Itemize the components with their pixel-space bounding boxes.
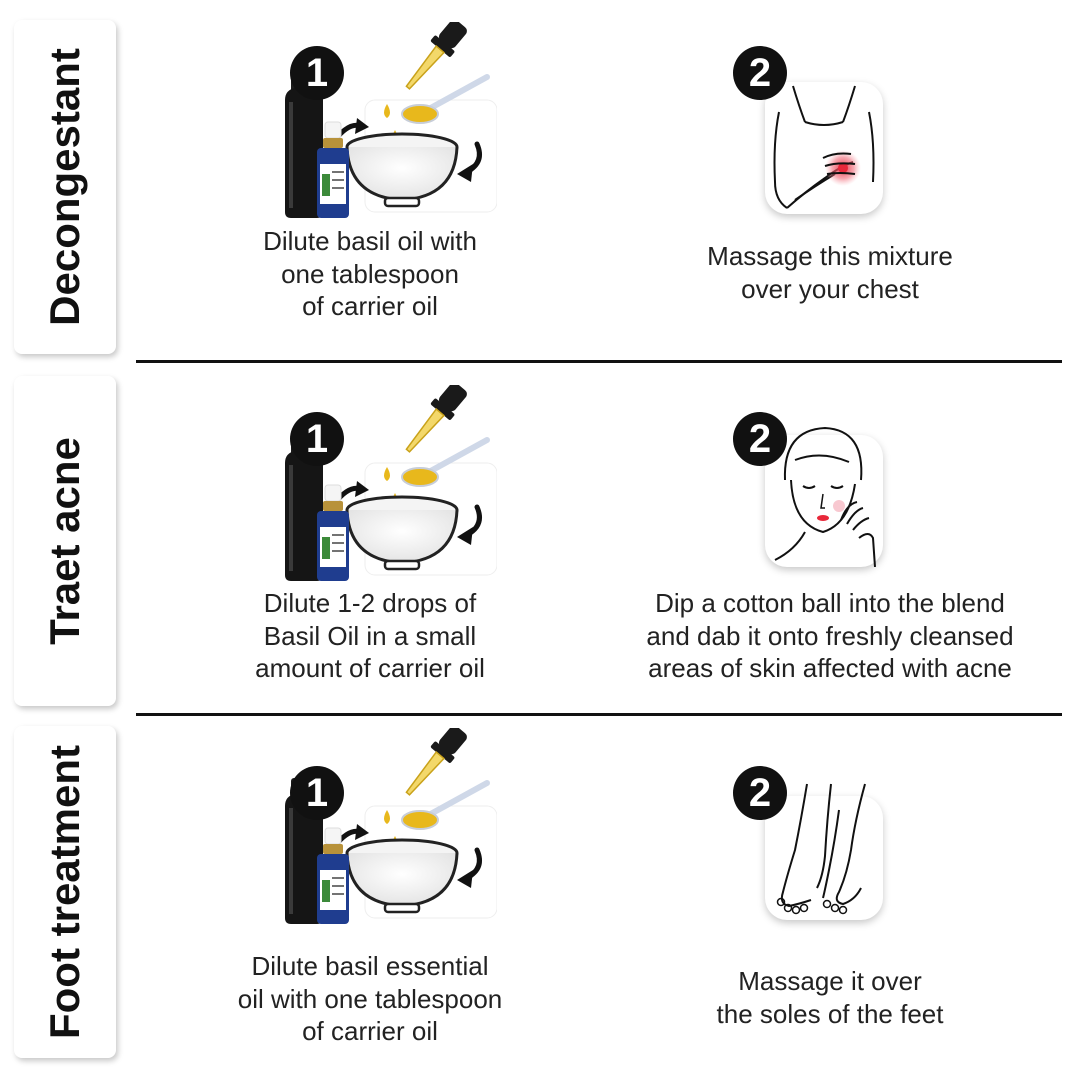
oil-mixing-icon [272,728,502,928]
section-tab-decongestant: Decongestant [14,20,116,354]
step-number-badge: 1 [290,46,344,100]
section-title: Decongestant [41,48,88,326]
face-card [765,435,883,567]
step-number-badge: 2 [733,412,787,466]
step-caption: Massage it over the soles of the feet [716,966,944,1029]
chest-card [765,82,883,214]
step-caption: Massage this mixture over your chest [707,241,953,304]
section-tab-foot-treatment: Foot treatment [14,726,116,1058]
step-number-badge: 1 [290,412,344,466]
section-tab-treat-acne: Traet acne [14,376,116,706]
section-divider [136,713,1062,716]
step-number-badge: 2 [733,46,787,100]
step-caption: Dilute 1-2 drops of Basil Oil in a small… [255,588,485,683]
step-caption: Dip a cotton ball into the blend and dab… [646,588,1014,683]
section-divider [136,360,1062,363]
section-title: Traet acne [41,437,89,645]
step-caption: Dilute basil essential oil with one tabl… [237,951,503,1046]
step-number-badge: 2 [733,766,787,820]
chest-massage-icon [765,82,883,214]
section-title: Foot treatment [41,745,88,1039]
face-dab-icon [765,420,883,568]
feet-icon [765,780,883,920]
step-number-badge: 1 [290,766,344,820]
step-caption: Dilute basil oil with one tablespoon of … [263,226,477,321]
